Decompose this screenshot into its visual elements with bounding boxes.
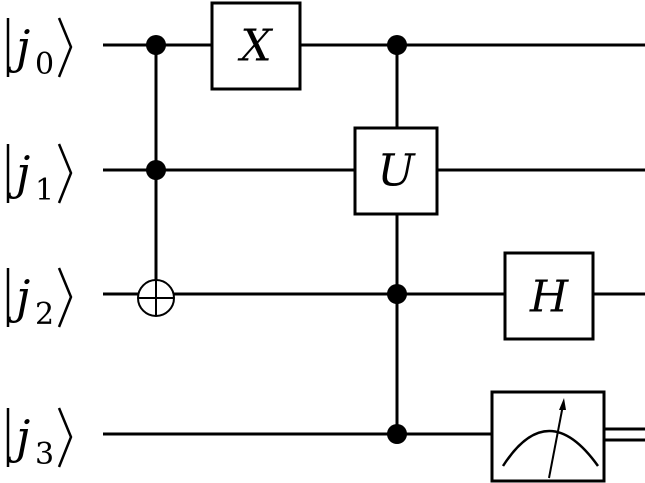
target-xor-j2 [137,279,175,317]
ket-label-j0: j 0 [6,17,73,82]
meter-needle-tip [559,398,566,410]
h-gate-label: H [529,272,570,323]
ket-index: 3 [35,437,54,472]
control-dot-j2-u [387,284,407,304]
control-dot-j1 [146,160,166,180]
ket-label-j1: j 1 [6,143,73,208]
ket-label-j3: j 3 [6,407,73,472]
ket-index: 2 [35,297,54,332]
x-gate: X [210,1,302,91]
ket-symbol: j [7,410,30,464]
ket-symbol: j [7,20,30,74]
ket-symbol: j [7,270,30,324]
ket-index: 0 [35,47,54,82]
control-dot-j0 [146,35,166,55]
u-gate-label: U [377,146,416,197]
ket-angle [57,143,73,204]
toffoli-gate [137,35,175,317]
measurement-meter [490,390,606,483]
qubit-wires [103,43,645,436]
x-gate-box [210,1,302,91]
control-dot-j0-u [387,35,407,55]
ket-angle [57,267,73,328]
meter-needle [548,404,564,479]
ket-label-j2: j 2 [6,267,73,332]
h-gate-box [503,251,595,341]
meter-box [490,390,606,483]
controlled-u-gate: U [353,35,439,444]
ket-index: 1 [35,173,54,208]
ket-symbol: j [7,146,30,200]
x-gate-label: X [237,21,273,72]
ket-angle [57,17,73,78]
classical-wire [604,427,645,442]
meter-arc [501,429,600,467]
h-gate: H [503,251,595,341]
control-dot-j3-u [387,424,407,444]
u-gate-box [353,126,439,216]
ket-angle [57,407,73,468]
